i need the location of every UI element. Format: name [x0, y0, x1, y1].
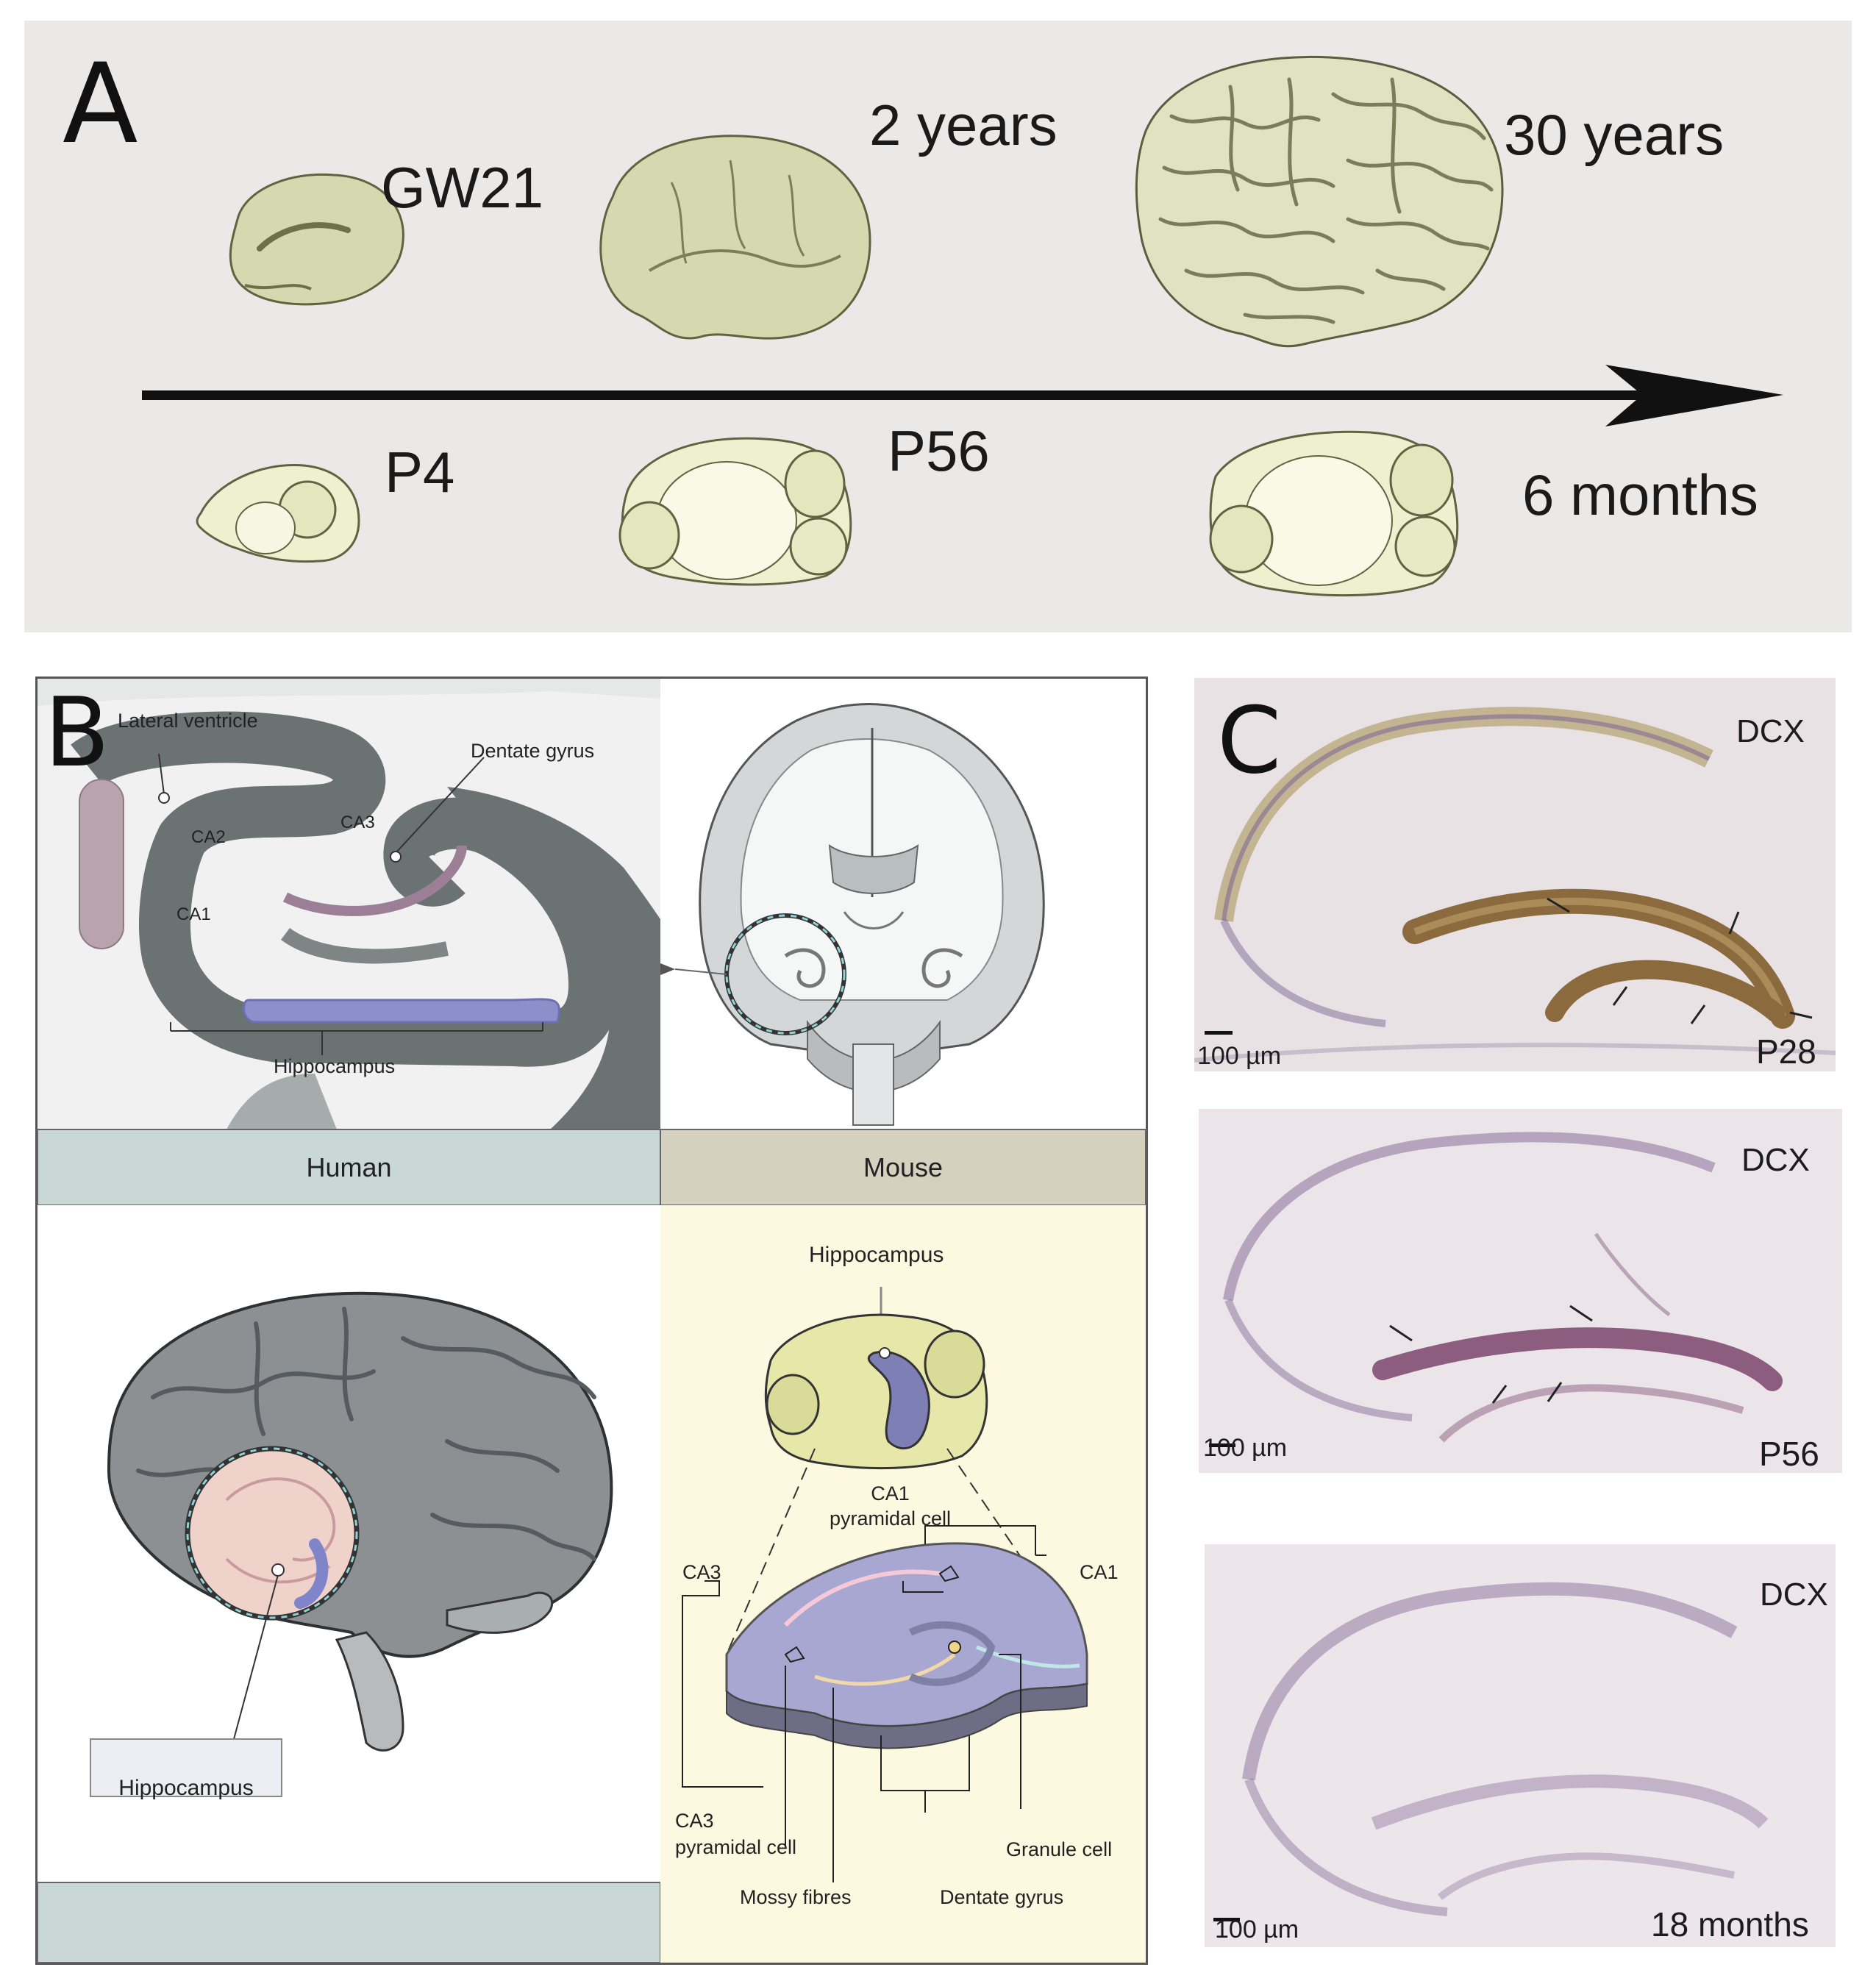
label-dentate-gyrus-human: Dentate gyrus — [471, 740, 595, 762]
panel-a-illustrations — [142, 55, 1783, 597]
band-human — [37, 1129, 661, 1206]
human-brain-2y-icon — [599, 135, 871, 340]
scale-bar-label-1: 100 µm — [1197, 1042, 1282, 1070]
stain-label-3: DCX — [1760, 1577, 1828, 1613]
panel-c-letter: C — [1217, 688, 1282, 794]
human-coronal-brain — [660, 679, 1146, 1129]
label-ca3-mouse: CA3 — [682, 1561, 721, 1583]
label-hippocampus-section: Hippocampus — [274, 1055, 396, 1077]
panel-a-letter: A — [63, 40, 138, 168]
micrograph-p28 — [1194, 678, 1836, 1071]
label-ca1-human: CA1 — [176, 904, 211, 924]
label-hippocampus-mouse: Hippocampus — [809, 1243, 944, 1267]
micrograph-18-months — [1205, 1544, 1836, 1947]
stain-label-1: DCX — [1736, 713, 1805, 749]
age-label-30-years: 30 years — [1504, 102, 1725, 167]
label-ca2-human: CA2 — [191, 827, 226, 847]
human-brain-30y-icon — [1135, 55, 1504, 348]
age-label-gw21: GW21 — [381, 155, 544, 220]
panel-b-illustrations — [37, 679, 1146, 1963]
age-label-6-months: 6 months — [1522, 463, 1758, 527]
age-label-2-years: 2 years — [869, 93, 1058, 157]
timeline-arrow — [142, 365, 1783, 426]
scale-bar-label-3: 100 µm — [1215, 1916, 1299, 1943]
human-brain-gw21-icon — [229, 173, 404, 306]
scale-bar-label-2: 100 µm — [1203, 1434, 1288, 1462]
label-ca3-human: CA3 — [340, 813, 375, 832]
age-label-p56: P56 — [888, 418, 990, 483]
human-hippocampus-section — [38, 679, 660, 1129]
age-label-18-months: 18 months — [1651, 1905, 1809, 1943]
label-dentate-gyrus-mouse: Dentate gyrus — [940, 1886, 1064, 1908]
band-mouse-label: Mouse — [863, 1152, 944, 1182]
micrograph-p56 — [1199, 1109, 1842, 1473]
mouse-hippocampus-diagram — [660, 1205, 1146, 1963]
label-ca1-mouse: CA1 — [1080, 1561, 1119, 1583]
label-mossy-fibres: Mossy fibres — [740, 1886, 852, 1908]
mouse-brain-p4-icon — [196, 463, 360, 563]
age-label-p4: P4 — [385, 440, 455, 504]
human-lateral-brain — [38, 1205, 660, 1882]
stain-label-2: DCX — [1741, 1142, 1810, 1178]
label-granule-cell: Granule cell — [1006, 1838, 1113, 1860]
age-label-p56-c: P56 — [1759, 1435, 1819, 1473]
band-bottom-left — [37, 1882, 661, 1963]
label-ca3-pyramidal: CA3 pyramidal cell — [675, 1810, 797, 1858]
mouse-brain-6m-icon — [1209, 430, 1459, 597]
panel-b-letter: B — [44, 677, 110, 788]
band-human-label: Human — [306, 1152, 392, 1182]
label-lateral-ventricle: Lateral ventricle — [118, 710, 258, 732]
age-label-p28: P28 — [1756, 1032, 1816, 1071]
label-ca1-pyramidal: CA1 pyramidal cell — [830, 1482, 952, 1530]
callout-hippocampus-human-brain: Hippocampus — [118, 1776, 254, 1800]
mouse-brain-p56-icon — [618, 437, 852, 586]
